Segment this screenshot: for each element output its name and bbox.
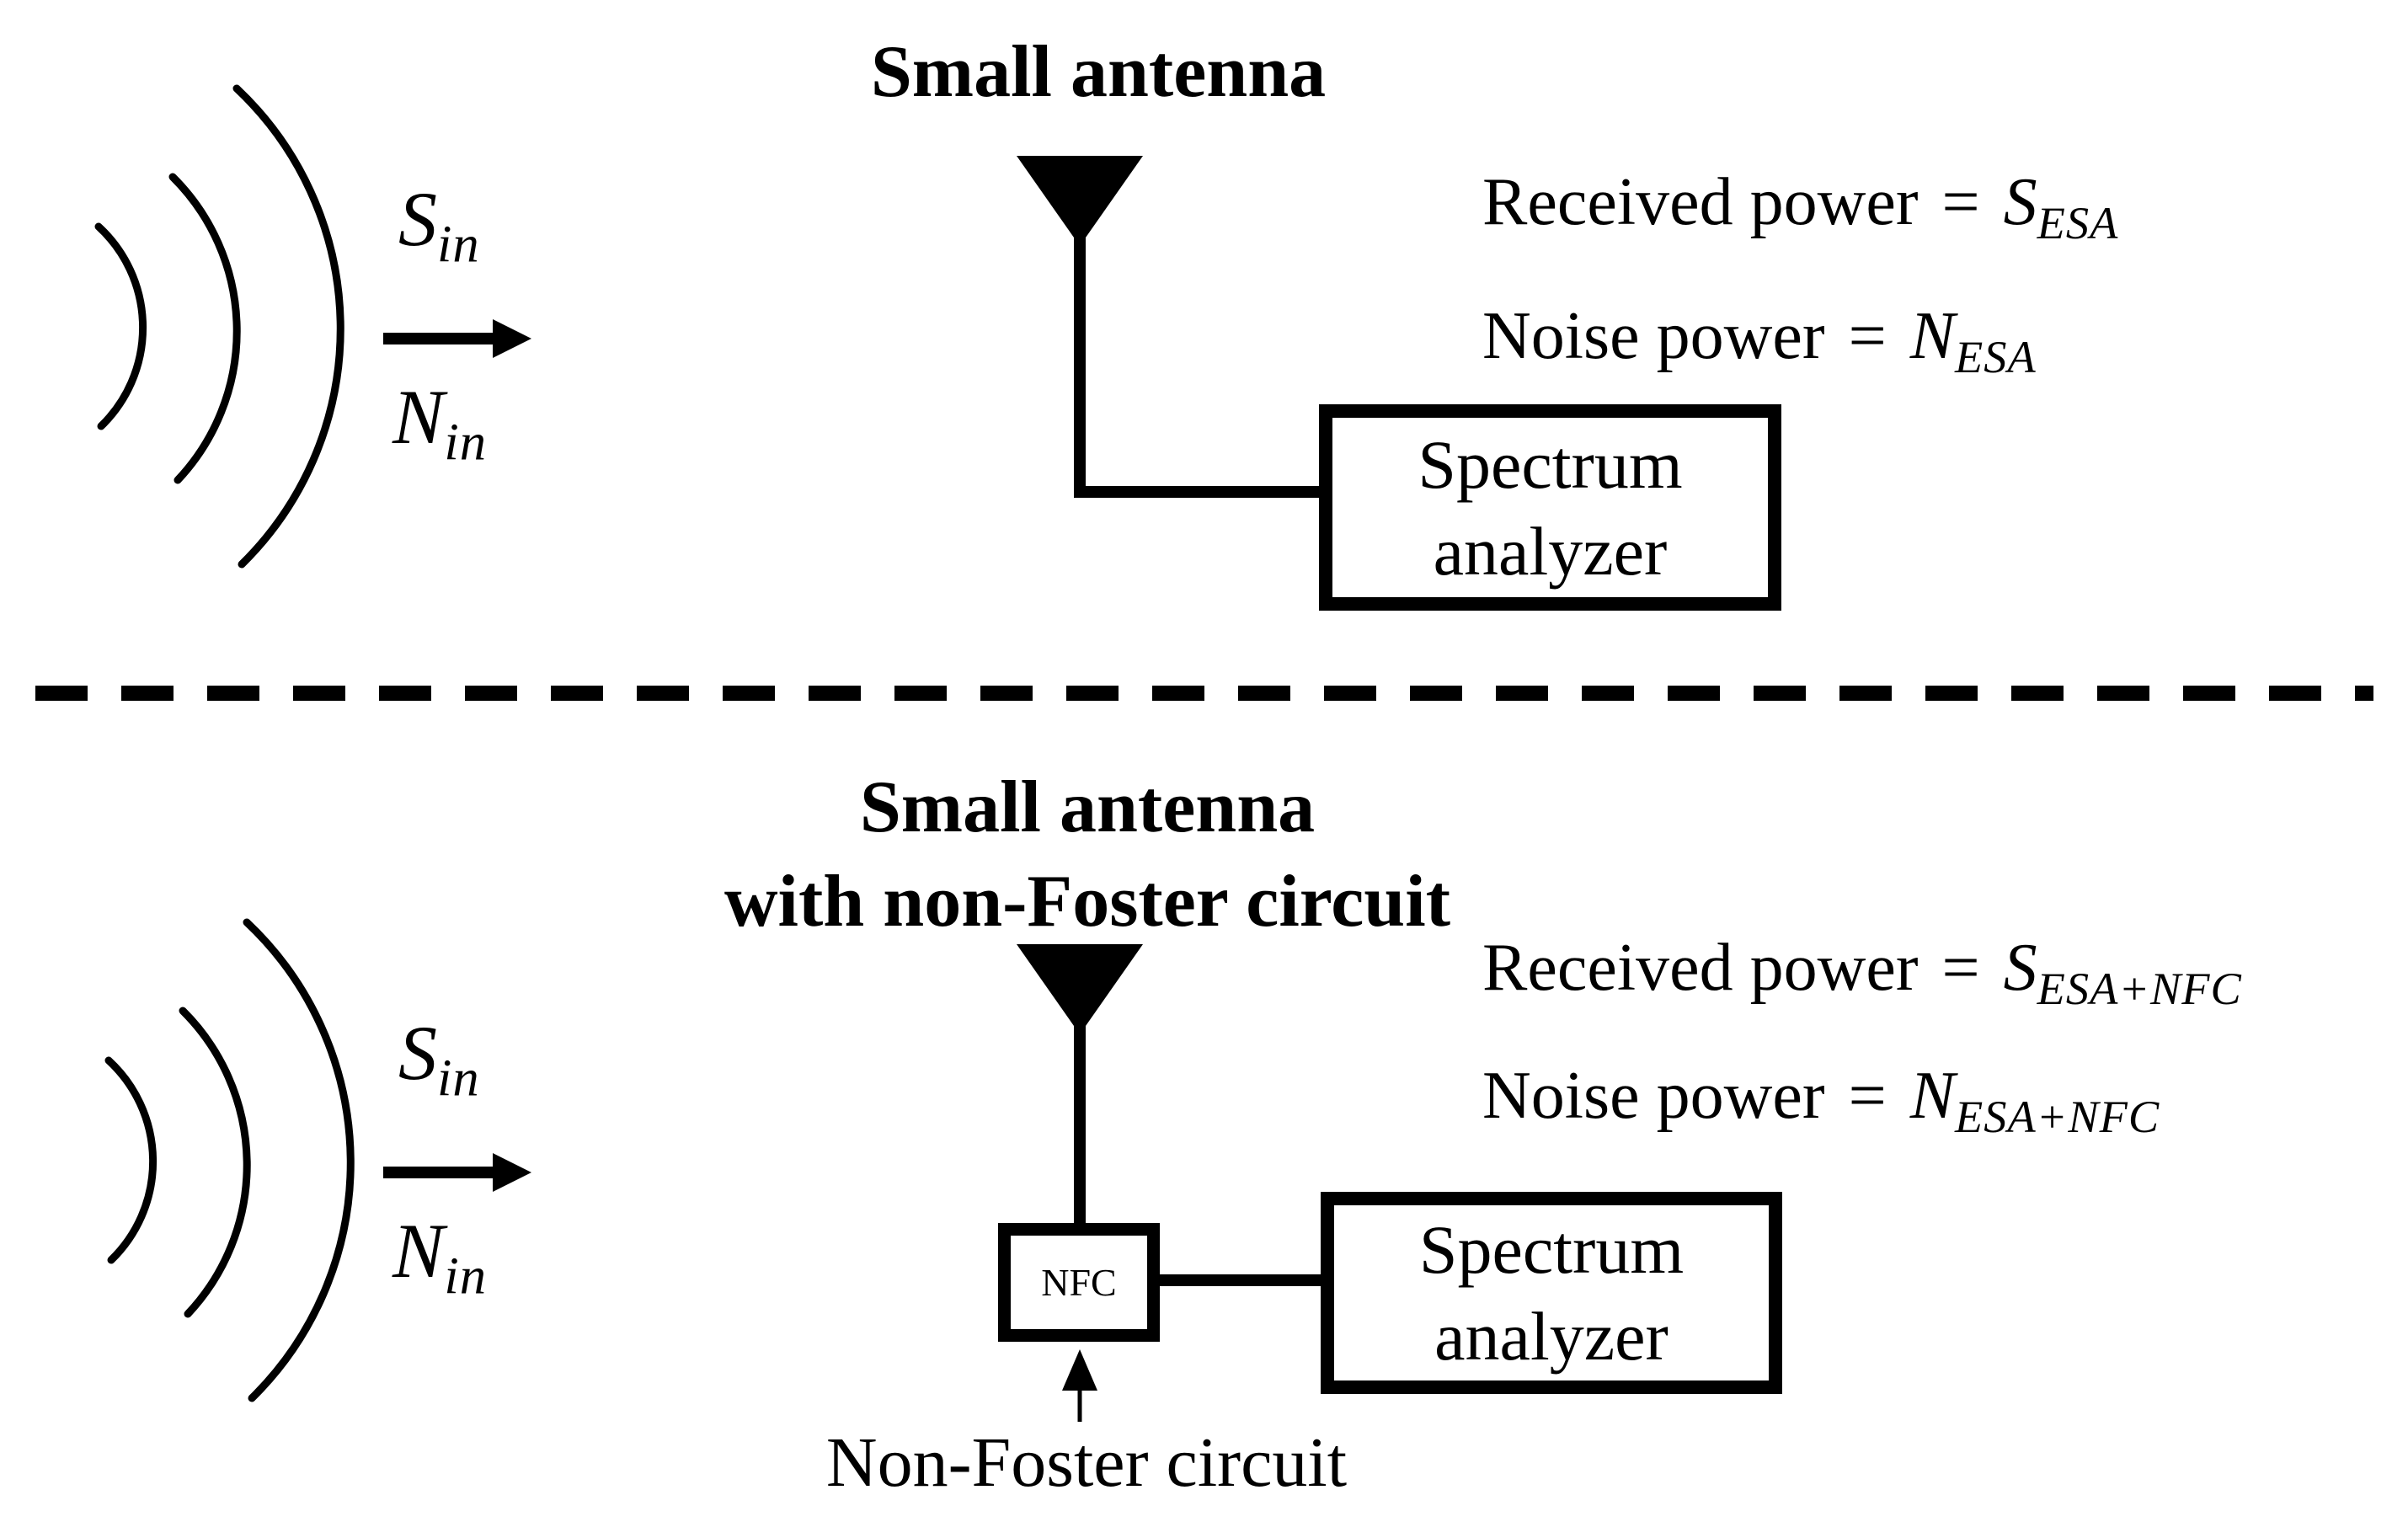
received-power-var: S — [2003, 165, 2037, 239]
equals-sign: = — [1848, 299, 1887, 373]
noise-power-label: Noise power — [1482, 299, 1825, 373]
bottom-received-power-equation: Received power = SESA+NFC — [1482, 931, 2242, 1012]
top-noise-power-equation: Noise power = NESA — [1482, 299, 2037, 380]
signal-var: S — [398, 1010, 437, 1096]
spectrum-analyzer-line2: analyzer — [1433, 512, 1668, 590]
top-spectrum-analyzer-box: Spectrum analyzer — [1319, 404, 1781, 611]
bottom-title-line2: with non-Foster circuit — [724, 861, 1450, 943]
received-power-label: Received power — [1482, 931, 1919, 1005]
top-received-power-equation: Received power = SESA — [1482, 165, 2118, 246]
top-title: Small antenna — [870, 31, 1327, 113]
noise-power-var: N — [1909, 1059, 1956, 1133]
bottom-spectrum-analyzer-box: Spectrum analyzer — [1321, 1192, 1782, 1394]
bottom-noise-in-label: Nin — [392, 1208, 487, 1302]
noise-power-sub: ESA+NFC — [1955, 1092, 2160, 1142]
bottom-signal-in-label: Sin — [398, 1010, 480, 1104]
signal-arrow-icon — [383, 1153, 531, 1192]
signal-sub: in — [437, 1048, 480, 1108]
noise-power-var: N — [1909, 299, 1956, 373]
received-power-label: Received power — [1482, 165, 1919, 239]
noise-power-sub: ESA — [1955, 332, 2037, 382]
antenna-icon — [1017, 156, 1322, 498]
antenna-icon — [1017, 944, 1143, 1226]
signal-var: S — [398, 176, 437, 262]
wave-arcs-icon — [99, 88, 340, 564]
bottom-noise-power-equation: Noise power = NESA+NFC — [1482, 1059, 2160, 1140]
wave-arcs-icon — [109, 922, 350, 1398]
spectrum-analyzer-line1: Spectrum — [1418, 1211, 1685, 1288]
top-noise-in-label: Nin — [392, 374, 487, 468]
signal-arrow-icon — [383, 319, 531, 358]
bottom-title: Small antenna with non-Foster circuit — [713, 761, 1462, 949]
equals-sign: = — [1941, 931, 1980, 1005]
nfc-caption: Non-Foster circuit — [825, 1423, 1348, 1502]
signal-sub: in — [437, 214, 480, 274]
equals-sign: = — [1848, 1059, 1887, 1133]
spectrum-analyzer-line2: analyzer — [1434, 1298, 1669, 1375]
received-power-sub: ESA+NFC — [2037, 964, 2242, 1014]
received-power-var: S — [2003, 931, 2037, 1005]
noise-var: N — [392, 1208, 445, 1294]
noise-sub: in — [444, 412, 488, 472]
noise-sub: in — [444, 1246, 488, 1306]
bottom-title-line1: Small antenna — [859, 766, 1316, 848]
nfc-box: NFC — [998, 1223, 1160, 1342]
equals-sign: = — [1941, 165, 1980, 239]
top-signal-in-label: Sin — [398, 176, 480, 270]
nfc-box-label: NFC — [1041, 1260, 1117, 1304]
nfc-pointer-arrow-icon — [1062, 1349, 1097, 1422]
noise-power-label: Noise power — [1482, 1059, 1825, 1133]
received-power-sub: ESA — [2037, 198, 2119, 248]
noise-var: N — [392, 374, 445, 460]
spectrum-analyzer-line1: Spectrum — [1418, 425, 1683, 503]
